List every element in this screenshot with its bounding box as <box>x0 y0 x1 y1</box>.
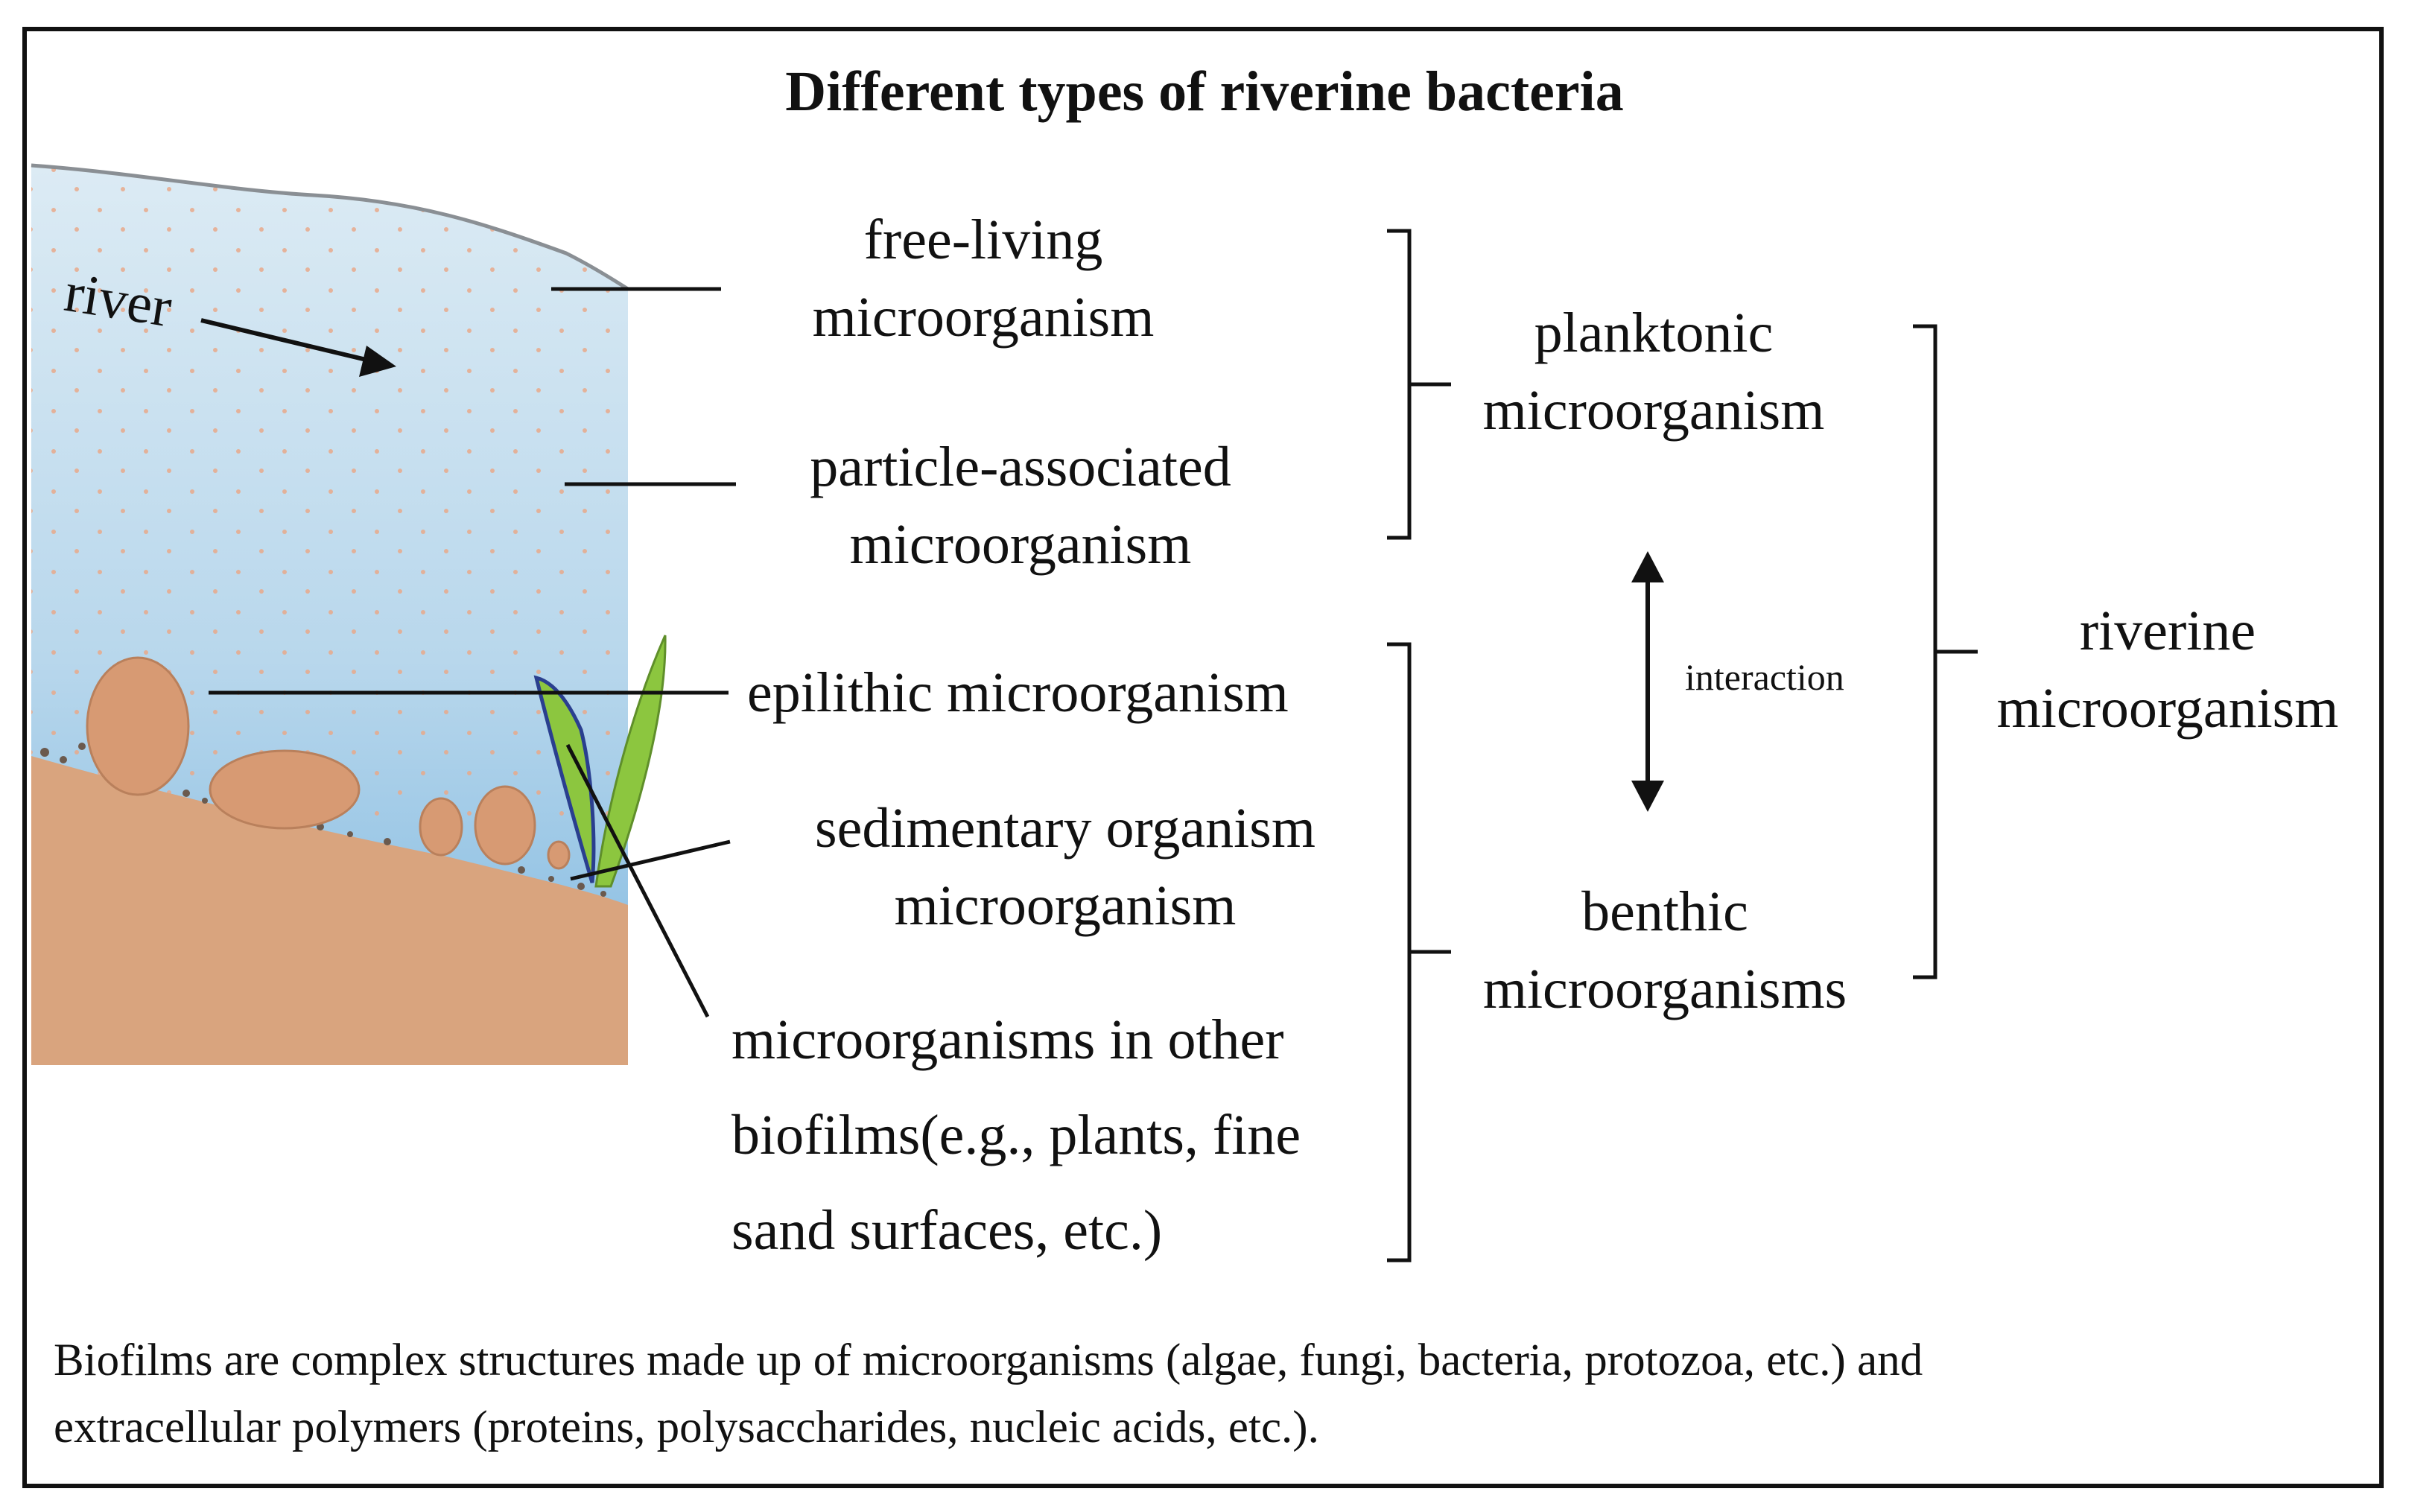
label-other-line1: microorganisms in other <box>731 1008 1284 1071</box>
label-epilithic: epilithic microorganism <box>747 661 1289 724</box>
caption-line2: extracellular polymers (proteins, polysa… <box>54 1403 1319 1452</box>
bracket-planktonic <box>1387 229 1451 540</box>
leader-sedimentary <box>570 839 731 881</box>
interaction-arrow-up <box>1631 551 1664 582</box>
label-planktonic: planktonic microorganism <box>1438 294 1870 449</box>
label-planktonic-line2: microorganism <box>1482 379 1825 442</box>
label-particle-associated: particle-associated microorganism <box>752 428 1289 583</box>
rock <box>86 656 190 796</box>
rock <box>209 749 361 830</box>
water-surface <box>31 163 629 291</box>
label-other-biofilms: microorganisms in other biofilms(e.g., p… <box>731 992 1301 1278</box>
label-other-line2: biofilms(e.g., plants, fine <box>731 1104 1301 1166</box>
bracket-riverine <box>1913 324 1978 979</box>
rock <box>474 785 536 865</box>
label-benthic-line1: benthic <box>1581 880 1748 943</box>
label-particle-line2: microorganism <box>849 513 1192 576</box>
caption-line1: Biofilms are complex structures made up … <box>54 1335 1923 1385</box>
rocks <box>86 656 571 870</box>
label-benthic: benthic microorganisms <box>1441 873 1888 1028</box>
brackets <box>1387 229 1978 1262</box>
plant-leaf <box>594 635 667 888</box>
label-other-line3: sand surfaces, etc.) <box>731 1199 1163 1262</box>
leader-lines <box>209 287 736 1018</box>
rock <box>547 840 571 870</box>
figure-frame <box>22 27 2384 1488</box>
label-riverine: riverine microorganism <box>1959 592 2376 747</box>
leader-other-biofilms <box>565 743 710 1018</box>
label-particle-line1: particle-associated <box>810 436 1231 498</box>
label-free-living-line1: free-living <box>863 209 1103 271</box>
label-interaction: interaction <box>1685 656 1844 698</box>
label-benthic-line2: microorganisms <box>1482 958 1847 1020</box>
label-sedimentary-line1: sedimentary organism <box>815 797 1315 860</box>
label-free-living-line2: microorganism <box>812 286 1155 349</box>
gravel <box>40 743 606 897</box>
sediment-bed <box>31 756 628 1065</box>
diagram-title: Different types of riverine bacteria <box>785 60 1624 123</box>
river-arrow-head <box>359 346 396 377</box>
label-planktonic-line1: planktonic <box>1534 302 1774 364</box>
river-arrow <box>200 318 373 363</box>
label-riverine-line2: microorganism <box>1996 677 2339 740</box>
water-particles <box>31 165 628 819</box>
river-label: river <box>60 260 177 340</box>
label-free-living: free-living microorganism <box>752 201 1214 356</box>
label-sedimentary: sedimentary organism microorganism <box>752 790 1378 944</box>
interaction-arrow-down <box>1631 781 1664 812</box>
rock <box>419 797 463 857</box>
label-riverine-line1: riverine <box>2079 600 2256 662</box>
plant-leaf <box>533 675 596 883</box>
label-sedimentary-line2: microorganism <box>894 874 1237 937</box>
plant <box>533 635 667 888</box>
caption: Biofilms are complex structures made up … <box>54 1327 1923 1461</box>
bracket-benthic <box>1387 642 1451 1262</box>
